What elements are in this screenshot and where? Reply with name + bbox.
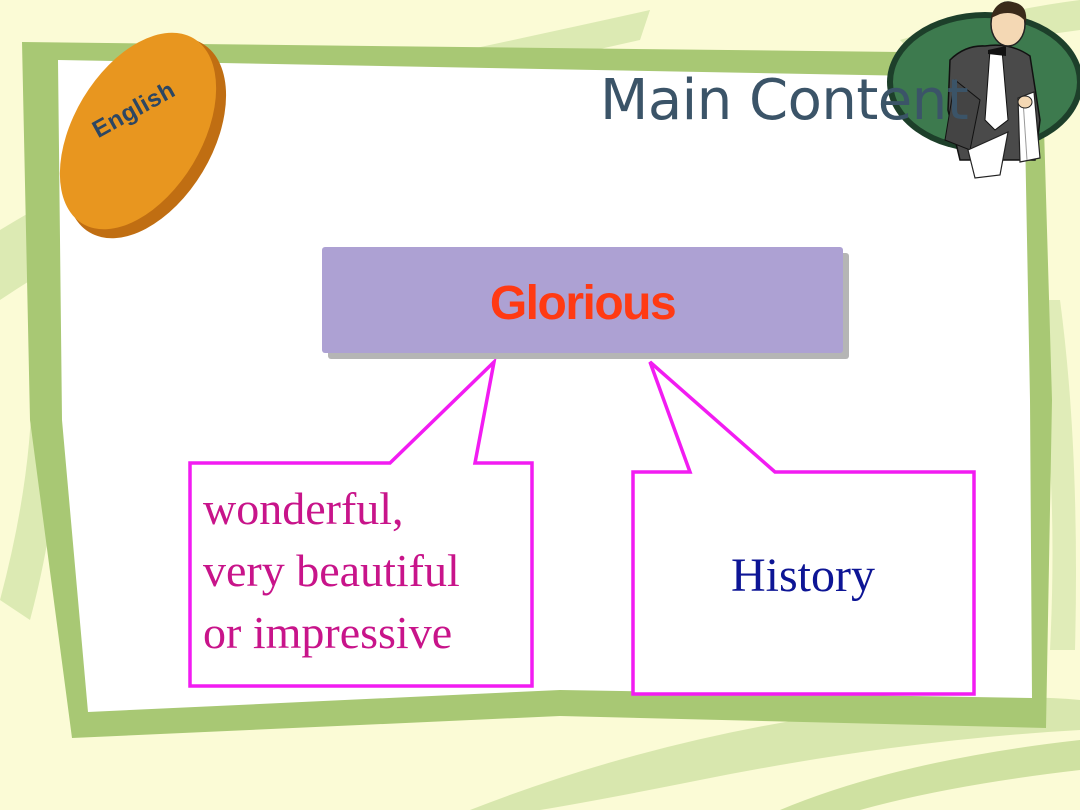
definition-callout	[188, 356, 534, 688]
definition-line: wonderful,	[203, 483, 404, 534]
related-topic-text: History	[731, 549, 875, 602]
definition-line: or impressive	[203, 607, 453, 658]
topic-callout	[631, 360, 976, 696]
definition-text: wonderful, very beautiful or impressive	[203, 478, 523, 664]
waiter-clipart-icon	[887, 1, 1080, 179]
keyword-box: Glorious	[322, 247, 843, 353]
keyword-text: Glorious	[489, 276, 677, 330]
orange-badge-icon	[59, 32, 227, 239]
definition-line: very beautiful	[203, 545, 460, 596]
slide-title: Main Content	[600, 68, 969, 133]
